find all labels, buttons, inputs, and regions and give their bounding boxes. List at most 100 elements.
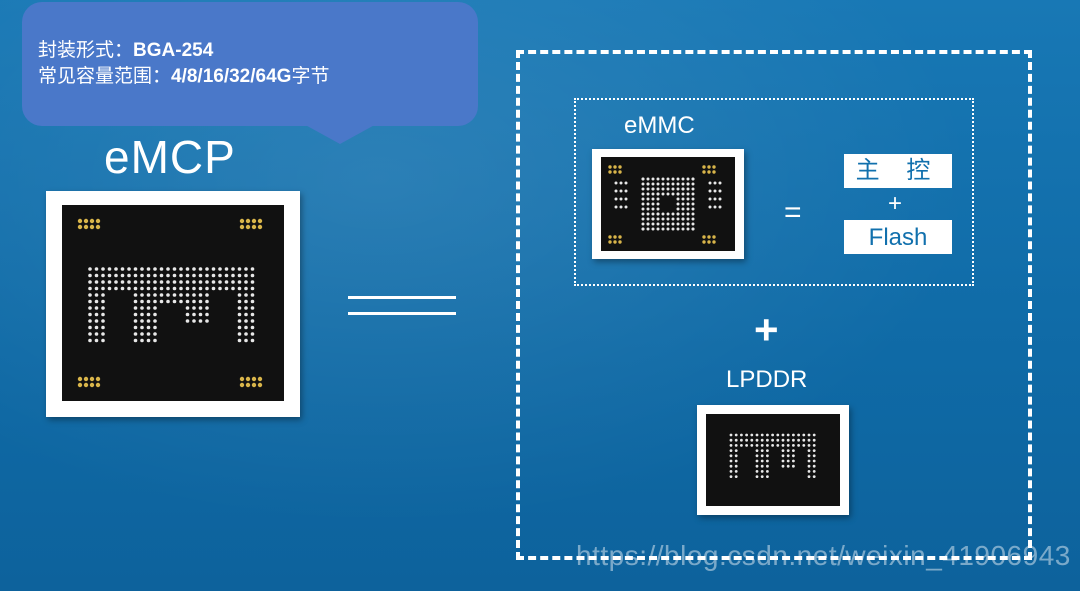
solder-ball <box>677 193 680 196</box>
gold-pad <box>258 377 262 381</box>
solder-ball <box>251 293 255 297</box>
solder-ball <box>166 274 170 278</box>
solder-ball <box>766 465 769 468</box>
solder-ball <box>127 287 131 291</box>
solder-ball <box>121 280 125 284</box>
solder-ball <box>797 434 800 437</box>
solder-ball <box>101 332 105 336</box>
gold-pad <box>707 240 710 243</box>
solder-ball <box>88 267 92 271</box>
solder-ball <box>205 267 209 271</box>
solder-ball <box>756 475 759 478</box>
solder-ball <box>199 313 203 317</box>
solder-ball <box>134 339 138 343</box>
solder-ball <box>667 213 670 216</box>
solder-ball <box>792 460 795 463</box>
solder-ball <box>647 208 650 211</box>
solder-ball <box>657 208 660 211</box>
solder-ball <box>642 193 645 196</box>
solder-ball <box>199 287 203 291</box>
solder-ball <box>730 460 733 463</box>
solder-ball <box>218 274 222 278</box>
solder-ball <box>238 293 242 297</box>
emmc-chip-drawing <box>592 149 744 259</box>
solder-ball <box>787 439 790 442</box>
gold-pad <box>707 235 710 238</box>
solder-ball <box>153 313 157 317</box>
solder-ball <box>95 332 99 336</box>
solder-ball <box>761 460 764 463</box>
solder-ball <box>153 339 157 343</box>
solder-ball <box>642 198 645 201</box>
solder-ball <box>238 280 242 284</box>
solder-ball <box>813 434 816 437</box>
solder-ball <box>251 319 255 323</box>
solder-ball <box>647 213 650 216</box>
solder-ball <box>652 223 655 226</box>
solder-ball <box>251 300 255 304</box>
watermark-url: https://blog.csdn.net/weixin_41906943 <box>576 540 1071 572</box>
solder-ball <box>166 267 170 271</box>
solder-ball <box>160 280 164 284</box>
solder-ball <box>813 470 816 473</box>
gold-pad <box>78 377 82 381</box>
solder-ball <box>782 465 785 468</box>
solder-ball <box>687 223 690 226</box>
solder-ball <box>95 287 99 291</box>
solder-ball <box>166 300 170 304</box>
solder-ball <box>647 188 650 191</box>
solder-ball <box>740 434 743 437</box>
solder-ball <box>682 228 685 231</box>
solder-ball <box>134 293 138 297</box>
solder-ball <box>101 300 105 304</box>
solder-ball <box>761 439 764 442</box>
solder-ball <box>761 470 764 473</box>
solder-ball <box>787 454 790 457</box>
solder-ball <box>692 198 695 201</box>
solder-ball <box>730 475 733 478</box>
solder-ball <box>642 223 645 226</box>
solder-ball <box>692 218 695 221</box>
solder-ball <box>687 218 690 221</box>
solder-ball <box>662 188 665 191</box>
solder-ball <box>787 434 790 437</box>
solder-ball <box>771 434 774 437</box>
gold-pad <box>608 170 611 173</box>
solder-ball <box>205 274 209 278</box>
solder-ball <box>782 454 785 457</box>
solder-ball <box>797 444 800 447</box>
solder-ball <box>672 178 675 181</box>
solder-ball <box>667 178 670 181</box>
solder-ball <box>808 470 811 473</box>
solder-ball <box>797 439 800 442</box>
solder-ball <box>147 332 151 336</box>
solder-ball <box>766 439 769 442</box>
solder-ball <box>160 267 164 271</box>
gold-pad <box>707 170 710 173</box>
solder-ball <box>771 444 774 447</box>
solder-ball <box>709 198 712 201</box>
solder-ball <box>719 190 722 193</box>
solder-ball <box>95 326 99 330</box>
solder-ball <box>677 208 680 211</box>
solder-ball <box>108 274 112 278</box>
solder-ball <box>205 300 209 304</box>
solder-ball <box>140 267 144 271</box>
gold-pad <box>240 383 244 387</box>
gold-pad <box>618 165 621 168</box>
solder-ball <box>662 183 665 186</box>
solder-ball <box>657 178 660 181</box>
solder-ball <box>238 319 242 323</box>
gold-pad <box>702 165 705 168</box>
solder-ball <box>140 319 144 323</box>
solder-ball <box>771 439 774 442</box>
gold-pad <box>712 240 715 243</box>
solder-ball <box>615 182 618 185</box>
gold-pad <box>252 225 256 229</box>
solder-ball <box>127 280 131 284</box>
solder-ball <box>140 306 144 310</box>
solder-ball <box>95 267 99 271</box>
solder-ball <box>677 178 680 181</box>
solder-ball <box>251 274 255 278</box>
solder-ball <box>787 465 790 468</box>
